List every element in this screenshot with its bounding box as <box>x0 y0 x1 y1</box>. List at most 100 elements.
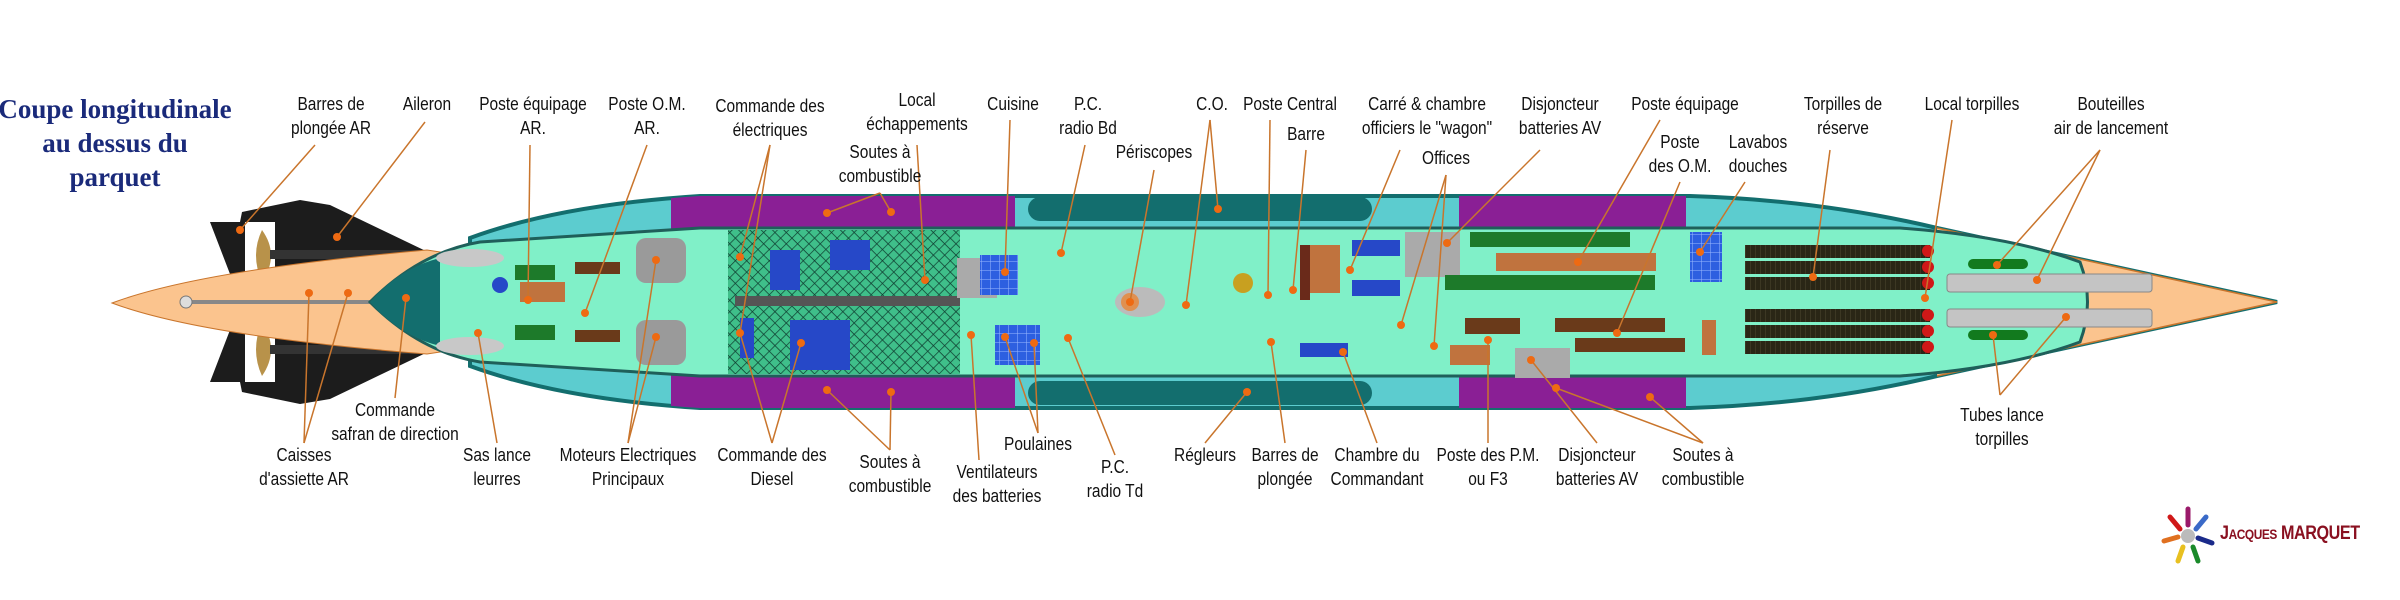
label-line: Disjoncteur <box>1558 445 1636 465</box>
label-poste-pm: Poste des P.M. ou F3 <box>1437 443 1540 491</box>
label-line: douches <box>1728 156 1788 176</box>
label-disjoncteur-bottom: Disjoncteur batteries AV <box>1556 443 1638 491</box>
air-bottle <box>1968 330 2028 340</box>
leader-dots <box>236 205 2070 401</box>
label-line: Poulaines <box>1004 434 1072 454</box>
label-line: Moteurs Electriques <box>559 445 697 465</box>
label-line: Lavabos <box>1728 132 1788 152</box>
label-line: réserve <box>1817 118 1869 138</box>
label-carre-officiers: Carré & chambre officiers le "wagon" <box>1362 92 1492 140</box>
electric-motor <box>636 320 686 365</box>
label-line: ACQUES <box>2228 526 2278 542</box>
label-barre: Barre <box>1287 122 1325 146</box>
label-line: Coupe longitudinale <box>0 94 232 124</box>
label-line: Poste O.M. <box>608 94 686 114</box>
label-poulaines: Poulaines <box>1004 432 1072 456</box>
label-line: combustible <box>848 476 932 496</box>
label-co: C.O. <box>1196 92 1228 116</box>
label-line: électriques <box>732 120 808 140</box>
label-line: Poste des P.M. <box>1436 445 1540 465</box>
label-soutes-combustible-fwd: Soutes à combustible <box>1662 443 1745 491</box>
label-line: Commande <box>354 400 436 420</box>
label-poste-des-om: Poste des O.M. <box>1649 130 1712 178</box>
electric-motor <box>636 238 686 283</box>
label-line: Cuisine <box>987 94 1039 114</box>
label-local-echappements: Local échappements <box>866 88 968 136</box>
label-caisses-assiette: Caisses d'assiette AR <box>259 443 349 491</box>
diagram-title: Coupe longitudinale au dessus du parquet <box>0 92 232 194</box>
label-line: Commande des <box>717 445 827 465</box>
logo-text: JACQUES MARQUET <box>2220 523 2360 545</box>
sunburst-logo-icon <box>2161 506 2215 564</box>
label-aileron: Aileron <box>403 92 451 116</box>
label-pc-radio-td: P.C.radio Td <box>1087 455 1144 503</box>
label-offices: Offices <box>1422 146 1470 170</box>
label-line: Diesel <box>750 469 794 489</box>
label-line: au dessus du <box>42 128 188 158</box>
label-line: Principaux <box>591 469 665 489</box>
label-line: plongée AR <box>290 118 372 138</box>
label-line: Torpilles de <box>1803 94 1883 114</box>
label-line: Régleurs <box>1174 445 1236 465</box>
leader-lines <box>239 119 2101 461</box>
label-line: C.O. <box>1196 94 1228 114</box>
label-line: Soutes à <box>859 452 921 472</box>
label-line: parquet <box>69 162 161 192</box>
ballast-tank-bottom <box>1028 381 1372 405</box>
label-line: MARQUET <box>2281 523 2360 544</box>
label-line: Poste équipage <box>1631 94 1739 114</box>
label-line: Soutes à <box>1672 445 1734 465</box>
label-line: Bouteilles <box>2077 94 2145 114</box>
label-torpilles-reserve: Torpilles de réserve <box>1804 92 1882 140</box>
label-line: Local <box>898 90 936 110</box>
label-line: d'assiette AR <box>259 469 349 489</box>
label-line: Aileron <box>402 94 452 114</box>
label-line: AR. <box>634 118 660 138</box>
label-line: radio Bd <box>1059 118 1117 138</box>
label-line: Poste équipage <box>479 94 587 114</box>
washroom-cells <box>1690 232 1722 282</box>
label-line: torpilles <box>1975 429 2029 449</box>
label-line: Barres de <box>297 94 365 114</box>
label-line: Offices <box>1422 148 1470 168</box>
label-line: P.C. <box>1073 94 1103 114</box>
label-line: Poste <box>1660 132 1700 152</box>
label-line: P.C. <box>1100 457 1130 477</box>
label-line: AR. <box>520 118 546 138</box>
label-line: des O.M. <box>1648 156 1712 176</box>
label-line: Commandant <box>1330 469 1424 489</box>
label-line: Disjoncteur <box>1521 94 1599 114</box>
author-logo: JACQUES MARQUET <box>2160 505 2380 565</box>
ballast-tank-top <box>1028 197 1372 221</box>
reserve-torpedoes <box>1745 245 1934 354</box>
label-line: Périscopes <box>1115 142 1193 162</box>
label-line: ou F3 <box>1468 469 1508 489</box>
label-line: plongée <box>1257 469 1313 489</box>
label-barres-plongee-ar: Barres de plongée AR <box>291 92 371 140</box>
label-line: batteries AV <box>1555 469 1639 489</box>
label-line: Barres de <box>1251 445 1319 465</box>
label-line: Poste Central <box>1243 94 1337 114</box>
label-barres-plongee: Barres de plongée <box>1251 443 1318 491</box>
label-line: échappements <box>866 114 968 134</box>
label-line: combustible <box>1661 469 1745 489</box>
label-line: J <box>2220 523 2229 544</box>
label-line: Tubes lance <box>1960 405 2044 425</box>
label-line: Caisses <box>276 445 332 465</box>
label-line: Carré & chambre <box>1368 94 1486 114</box>
label-line: combustible <box>838 166 922 186</box>
label-line: officiers le "wagon" <box>1361 118 1493 138</box>
galley-cells <box>980 255 1018 295</box>
